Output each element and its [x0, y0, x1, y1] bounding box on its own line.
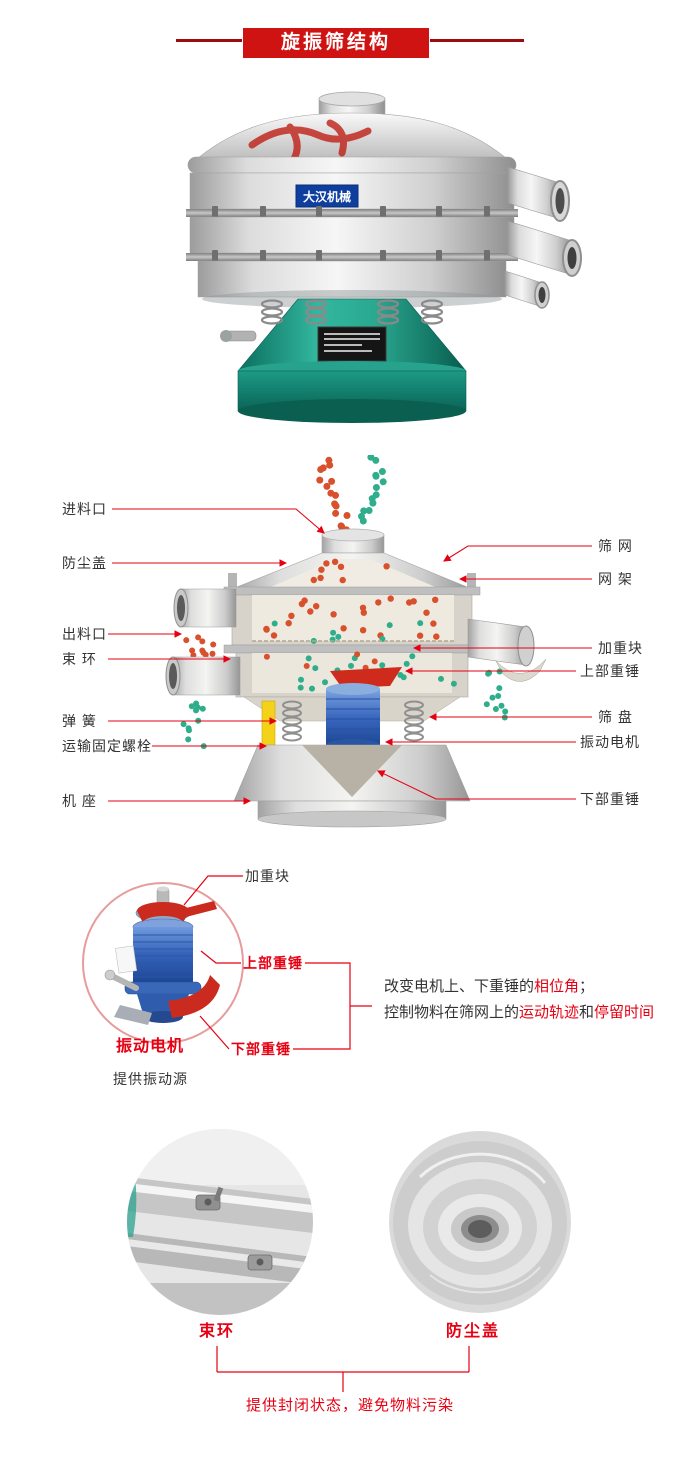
pointer-motor-weight-block [183, 875, 243, 906]
desc1-black: 改变电机上、下重锤的 [384, 978, 535, 995]
clamp-bolts-row2 [212, 250, 490, 264]
diagram-label-dust-cover: 防尘盖 [62, 555, 107, 571]
diagram-label-upper-hammer: 上部重锤 [580, 663, 640, 679]
machine-photo-illustration: 大汉机械 [186, 91, 582, 423]
desc2-mid: 和 [579, 1004, 595, 1021]
particle-streams [316, 455, 387, 541]
motor-description-line2: 控制物料在筛网上的运动轨迹和停留时间 [384, 1003, 654, 1023]
clamp-bolt-details [195, 1186, 273, 1271]
diagram-label-sieve-tray: 筛 盘 [598, 709, 633, 725]
motor-upper-hammer-label: 上部重锤 [243, 955, 303, 971]
diagram-label-feed-inlet: 进料口 [62, 501, 107, 517]
upper-hammer-part [330, 667, 402, 688]
desc2-black: 控制物料在筛网上的 [384, 1004, 520, 1021]
dust-cover-photo-label: 防尘盖 [446, 1323, 501, 1340]
diagram-label-screen-mesh: 筛 网 [598, 538, 633, 554]
diagram-label-machine-base: 机 座 [62, 793, 97, 809]
diagram-label-weight-block: 加重块 [598, 640, 643, 656]
pointer-motor-lower-hammer [199, 1015, 230, 1050]
vibration-motor-part [326, 689, 380, 745]
support-springs [260, 299, 444, 325]
transport-bolt-part [261, 700, 276, 746]
bottom-bracket-lines [216, 1346, 470, 1392]
pointer-screen-mesh [443, 545, 592, 562]
diagram-label-mesh-frame: 网 架 [598, 571, 633, 587]
bracket-line [293, 962, 351, 1050]
machine-cutaway [165, 528, 547, 828]
motor-lower-hammer-label: 下部重锤 [231, 1041, 291, 1057]
page-title: 旋振筛结构 [280, 32, 391, 53]
bottom-caption: 提供封闭状态，避免物料污染 [245, 1397, 454, 1414]
diagram-springs [282, 700, 424, 742]
red-calligraphy-mark [248, 119, 372, 163]
pointer-lines [108, 508, 592, 805]
clamp-ring-photo-label: 束环 [199, 1323, 236, 1340]
desc1-red: 相位角 [534, 978, 580, 995]
desc1-punct: ； [579, 978, 595, 995]
motor-illustration [104, 886, 220, 1025]
diagram-label-vibration-motor: 振动电机 [580, 734, 640, 750]
section-title-banner: 旋振筛结构 [243, 28, 429, 58]
banner-line-right [430, 39, 524, 42]
motor-pointer-lines [183, 875, 372, 1050]
diagram-label-lower-hammer: 下部重锤 [580, 791, 640, 807]
structure-diagram [108, 455, 592, 828]
diagram-label-transport-fixing-bolt: 运输固定螺栓 [62, 738, 152, 754]
brand-label: 大汉机械 [303, 189, 351, 204]
motor-caption: 提供振动源 [113, 1071, 188, 1087]
brand-plate [295, 184, 359, 208]
banner-line-left [176, 39, 242, 42]
motor-description-line1: 改变电机上、下重锤的相位角； [384, 977, 594, 997]
pointer-feed-inlet [112, 508, 325, 534]
clamp-ring-photo [127, 1129, 313, 1315]
motor-weight-block-label: 加重块 [245, 868, 290, 884]
desc2-red2: 停留时间 [594, 1004, 655, 1021]
motor-title-label: 振动电机 [116, 1038, 185, 1055]
diagram-label-spring: 弹 簧 [62, 713, 97, 729]
product-photo: 大汉机械 [186, 91, 582, 423]
diagram-label-discharge-outlet: 出料口 [62, 626, 107, 642]
desc2-red1: 运动轨迹 [519, 1004, 580, 1021]
dust-cover-photo [389, 1131, 571, 1313]
pointer-motor-upper-hammer [200, 950, 241, 964]
pointer-lower-hammer [377, 770, 576, 800]
motor-detail-figure [82, 875, 372, 1050]
diagram-label-clamp-ring: 束 环 [62, 651, 97, 667]
detail-photos [127, 1129, 571, 1392]
clamp-bolts-row1 [212, 206, 490, 220]
